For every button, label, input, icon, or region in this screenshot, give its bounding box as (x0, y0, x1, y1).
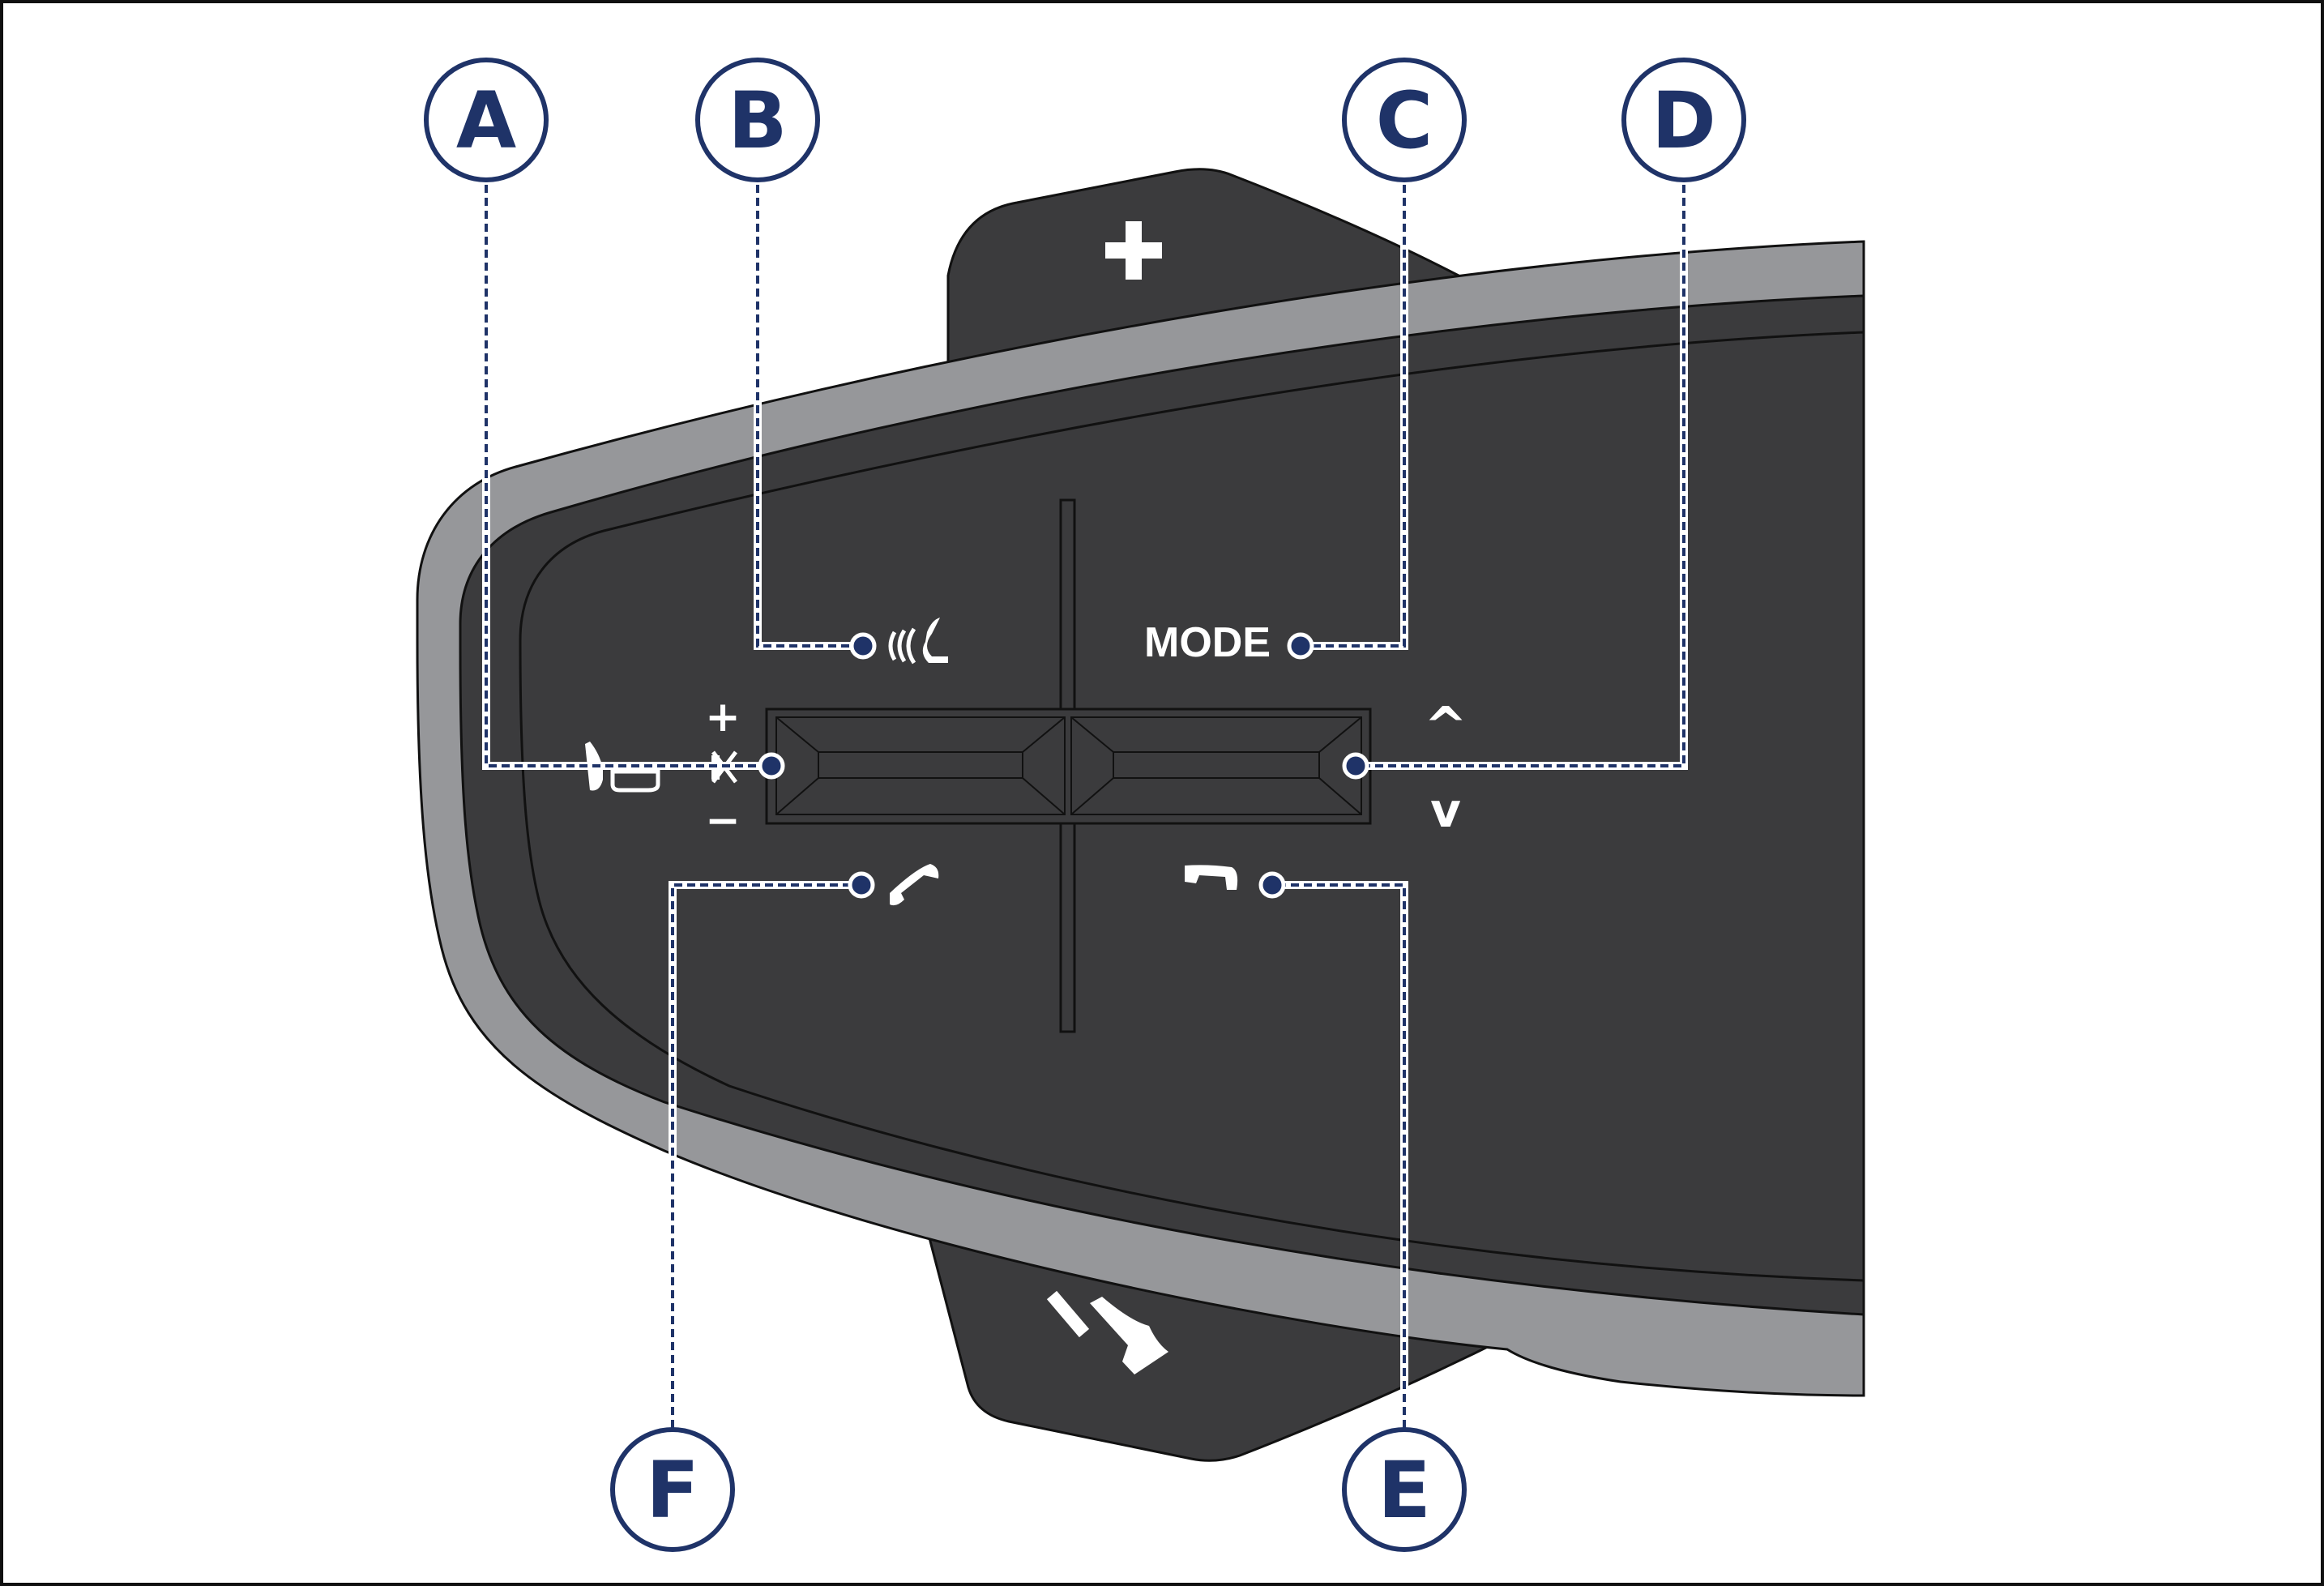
callout-dot-f (848, 871, 875, 899)
callout-dot-b (849, 632, 877, 660)
callout-c: C (1342, 58, 1467, 182)
volume-plus-label: + (705, 693, 741, 742)
callout-dot-a (758, 752, 785, 780)
callout-letter-d: D (1651, 75, 1716, 166)
leader-lines (482, 185, 1688, 1428)
callout-letter-f: F (646, 1445, 699, 1536)
callout-letter-b: B (728, 75, 787, 166)
rocker-button[interactable] (765, 708, 1372, 825)
callout-e: E (1342, 1427, 1467, 1552)
face-contour (519, 331, 1865, 1282)
callout-dot-e (1258, 871, 1286, 899)
callout-letter-a: A (456, 75, 516, 166)
up-label: ^ (1424, 697, 1467, 757)
callout-f: F (610, 1427, 735, 1552)
rocker-left-key[interactable] (775, 716, 1066, 815)
rocker-right-key[interactable] (1070, 716, 1362, 815)
callout-dot-d (1342, 752, 1369, 780)
pen-icon (1046, 1290, 1168, 1374)
callout-d: D (1621, 58, 1746, 182)
plus-icon (1105, 221, 1162, 280)
mode-label: MODE (1144, 619, 1271, 666)
callout-dot-c (1287, 632, 1314, 660)
callout-b: B (695, 58, 820, 182)
call-answer-icon (890, 864, 939, 906)
callout-letter-c: C (1376, 75, 1433, 166)
volume-minus-label: − (705, 797, 741, 845)
callout-letter-e: E (1378, 1445, 1431, 1536)
down-label: v (1430, 783, 1461, 838)
callout-dots (758, 632, 1369, 899)
voice-command-icon (888, 618, 948, 665)
hang-up-icon (1185, 865, 1238, 890)
callout-a: A (424, 58, 549, 182)
